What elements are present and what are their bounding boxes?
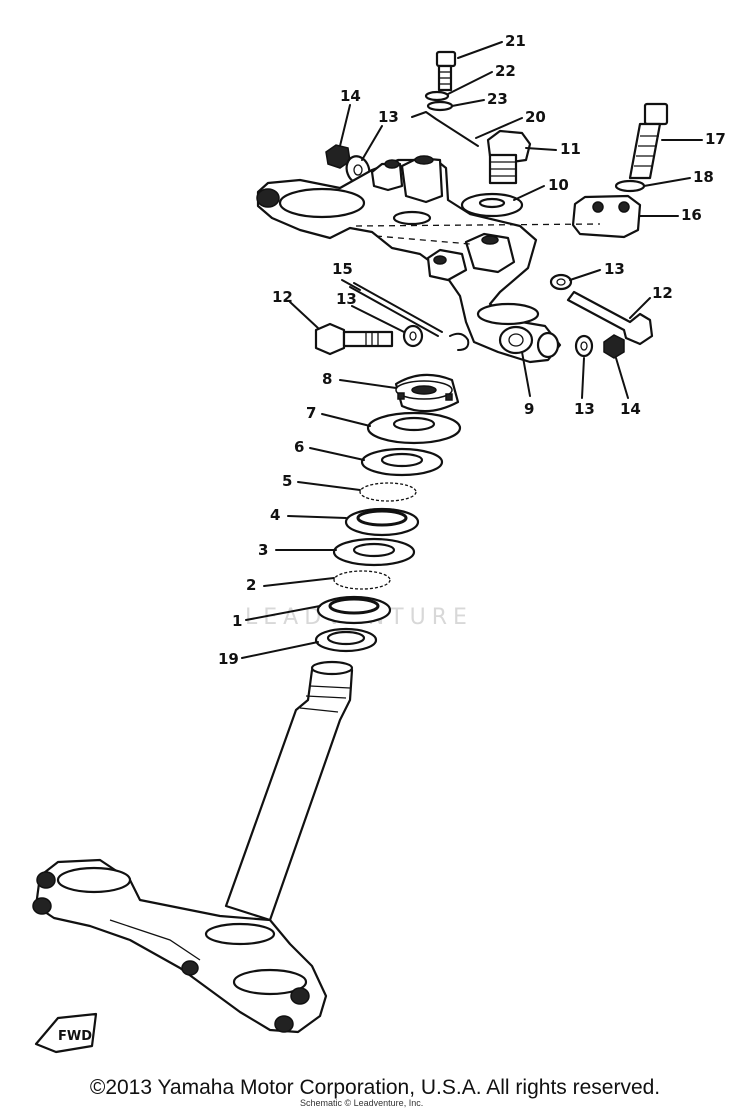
callout-12-left: 12	[272, 288, 293, 306]
callout-18: 18	[693, 168, 714, 186]
pinch-bolt-12-left	[314, 322, 394, 356]
callout-9: 9	[524, 400, 534, 418]
callout-numbers: 21 22 23 20 11 14 13 17 18 10 16 15 13 1…	[218, 32, 726, 668]
callout-22: 22	[495, 62, 516, 80]
callout-5: 5	[282, 472, 292, 490]
handlebar-holder-16	[571, 194, 642, 239]
callout-14-lower: 14	[620, 400, 641, 418]
callout-2: 2	[246, 576, 256, 594]
lock-wire-20	[411, 111, 479, 147]
pinch-bolt-12-right	[566, 290, 654, 346]
callout-13-right: 13	[604, 260, 625, 278]
callout-17: 17	[705, 130, 726, 148]
ball-bearing-5	[359, 482, 417, 502]
callout-13-lower: 13	[574, 400, 595, 418]
steering-nut-11	[486, 129, 532, 185]
callout-6: 6	[294, 438, 304, 456]
svg-text:FWD: FWD	[58, 1029, 92, 1044]
callout-19: 19	[218, 650, 239, 668]
washer-18	[614, 179, 646, 193]
washer-10	[460, 192, 524, 218]
callout-7: 7	[306, 404, 316, 422]
washer-13-right	[549, 273, 573, 291]
bearing-cover-7	[366, 411, 462, 445]
callout-8: 8	[322, 370, 332, 388]
callout-12-right: 12	[652, 284, 673, 302]
callout-23: 23	[487, 90, 508, 108]
steering-exploded-diagram: LEADVENTURE	[32, 32, 726, 1054]
clip	[449, 332, 470, 351]
bearing-race-1	[316, 595, 392, 625]
callout-10: 10	[548, 176, 569, 194]
bolt-21	[435, 50, 457, 92]
bolt-17	[628, 102, 669, 180]
callout-15: 15	[332, 260, 353, 278]
dust-seal-19	[314, 627, 378, 653]
callout-16: 16	[681, 206, 702, 224]
bearing-race-4	[344, 507, 420, 537]
lock-wire-15	[349, 282, 443, 337]
schematic-credit: Schematic © Leadventure, Inc.	[300, 1098, 424, 1108]
upper-bracket	[256, 155, 601, 364]
washer-22	[424, 90, 450, 102]
ring-nut-8	[394, 373, 460, 413]
callout-3: 3	[258, 541, 268, 559]
washer-23	[426, 100, 454, 112]
callout-1: 1	[232, 612, 242, 630]
washer-13-left	[402, 324, 424, 348]
washer-13-lower	[574, 334, 594, 358]
callout-4: 4	[270, 506, 280, 524]
callout-13-left: 13	[336, 290, 357, 308]
callout-13-top: 13	[378, 108, 399, 126]
ball-bearing-2	[333, 570, 391, 590]
callout-11: 11	[560, 140, 581, 158]
callout-21: 21	[505, 32, 526, 50]
fwd-arrow: FWD	[34, 1012, 98, 1054]
copyright-notice: ©2013 Yamaha Motor Corporation, U.S.A. A…	[89, 1076, 661, 1099]
callout-20: 20	[525, 108, 546, 126]
steering-stem	[224, 660, 354, 922]
leader-lines	[241, 41, 703, 659]
nut-14-lower	[603, 334, 625, 359]
bearing-race-3	[332, 537, 416, 567]
callout-14-top: 14	[340, 87, 361, 105]
lower-bracket	[32, 858, 328, 1034]
bearing-race-6	[360, 447, 444, 477]
